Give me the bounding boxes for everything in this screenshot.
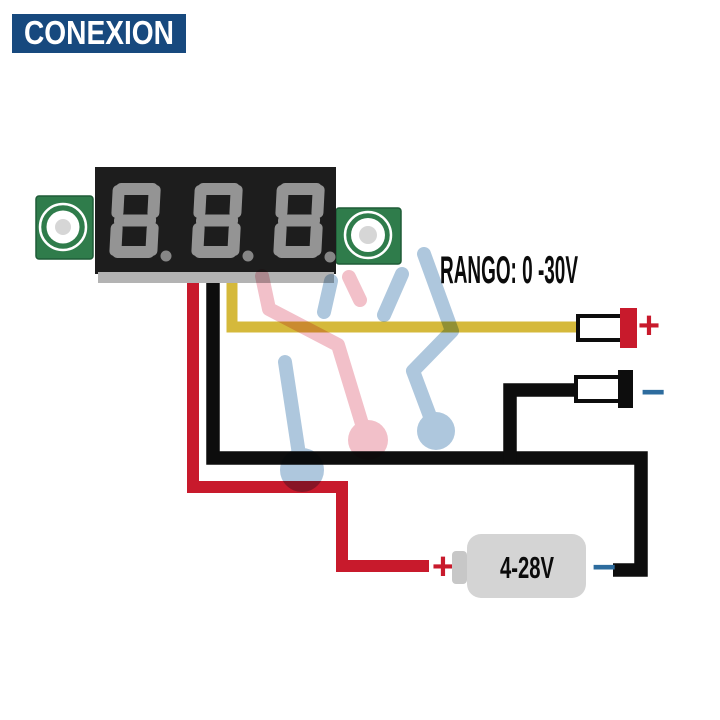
battery: + 4-28V − [432, 534, 616, 598]
brand-name: CONEXION [24, 14, 174, 51]
brand-badge: CONEXION [12, 14, 186, 53]
negative-probe-connector: − [574, 368, 666, 415]
battery-terminal-nub [452, 551, 467, 584]
voltmeter-module [35, 167, 402, 283]
display-digit [109, 183, 161, 258]
battery-minus-symbol: − [592, 543, 617, 590]
battery-body [467, 534, 586, 598]
display-digit [273, 183, 325, 258]
black-wire [206, 276, 648, 577]
wiring [187, 276, 648, 577]
seven-segment-display [109, 183, 336, 263]
connector-tip-black [618, 370, 633, 408]
yellow-wire [226, 276, 578, 333]
pcb-edge-strip [98, 272, 334, 283]
black-wire-branch [503, 383, 578, 464]
connector-body [576, 314, 624, 342]
battery-label: 4-28V [500, 550, 554, 585]
connector-body [574, 375, 622, 403]
range-label: RANGO: 0 -30V [440, 249, 578, 292]
decimal-point [160, 250, 172, 262]
decimal-point [324, 251, 336, 263]
badge-background [12, 14, 186, 53]
positive-probe-connector: + [576, 305, 660, 348]
probe-minus-symbol: − [641, 368, 666, 415]
circuit-watermark [255, 247, 459, 492]
pcb-left-tab [35, 195, 94, 260]
probe-plus-symbol: + [638, 305, 660, 347]
display-digit [191, 183, 243, 258]
red-wire [187, 276, 429, 572]
pcb-right-tab [335, 207, 402, 265]
connector-tip-red [620, 308, 637, 348]
battery-plus-symbol: + [432, 546, 454, 588]
decimal-point [242, 250, 254, 262]
